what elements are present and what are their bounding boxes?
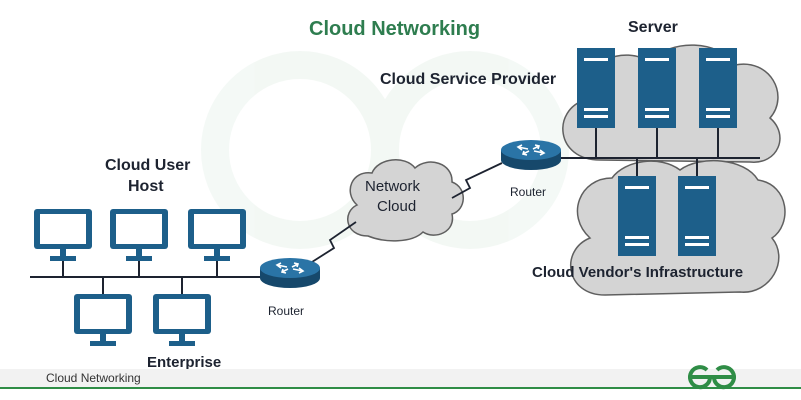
- router-label-top: Router: [510, 185, 547, 199]
- router-label-bottom: Router: [268, 304, 305, 318]
- server-icon: [699, 48, 737, 128]
- page-title: Cloud Networking: [309, 18, 481, 40]
- monitor-icon: [110, 209, 168, 261]
- gfg-logo-icon: [688, 365, 736, 390]
- user-host-label-line1: Cloud User: [105, 157, 191, 174]
- server-icon: [618, 176, 656, 256]
- router-icon: [259, 257, 321, 289]
- footer-text: Cloud Networking: [46, 371, 141, 385]
- network-cloud-label-line2: Cloud: [377, 198, 417, 215]
- footer-divider: [0, 387, 801, 389]
- router-icon: [500, 139, 562, 171]
- lan-bus: [30, 261, 262, 294]
- wan-links: [311, 162, 503, 263]
- monitor-icon: [153, 294, 211, 346]
- provider-label: Cloud Service Provider: [380, 71, 557, 88]
- server-lines: [561, 128, 760, 176]
- footer-bar: [0, 369, 801, 388]
- server-icon: [678, 176, 716, 256]
- server-icon: [638, 48, 676, 128]
- server-icon: [577, 48, 615, 128]
- enterprise-label: Enterprise: [147, 354, 222, 371]
- vendor-label: Cloud Vendor's Infrastructure: [532, 264, 744, 281]
- monitor-icon: [74, 294, 132, 346]
- network-cloud-shape: [347, 159, 464, 242]
- network-cloud-label-line1: Network: [365, 178, 421, 195]
- monitor-icon: [188, 209, 246, 261]
- user-host-label-line2: Host: [128, 178, 164, 195]
- server-label: Server: [628, 19, 678, 36]
- monitor-icon: [34, 209, 92, 261]
